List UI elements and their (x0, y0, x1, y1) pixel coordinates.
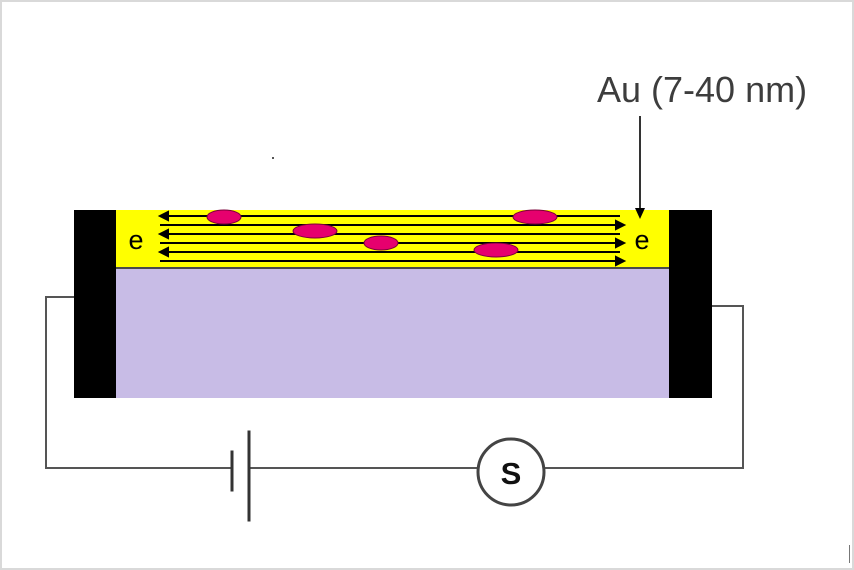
film-thickness-label: Au (7-40 nm) (597, 69, 807, 110)
circuit-wire (45, 296, 744, 469)
scattering-center (473, 242, 519, 258)
edge-mark (849, 545, 850, 563)
meter: S (476, 437, 546, 507)
left-wire (45, 296, 232, 469)
left-electrode (74, 210, 116, 398)
electron-path-arrow (157, 246, 620, 258)
stray-dot (272, 157, 274, 159)
arrowhead-right-icon (615, 255, 627, 267)
scattering-center (206, 209, 242, 225)
arrowhead-right-icon (615, 237, 627, 249)
right-electrode (669, 210, 712, 398)
arrowhead-right-icon (615, 219, 627, 231)
pointer-arrowhead-icon (635, 208, 645, 219)
electron-path-arrow (157, 228, 620, 240)
meter-label: S (501, 456, 522, 491)
battery-icon (230, 430, 251, 522)
electron-path-arrow (160, 219, 627, 231)
scattering-center (512, 209, 558, 225)
scattering-centers (206, 209, 558, 258)
right-wire (544, 305, 744, 469)
electron-path-arrow (160, 255, 627, 267)
arrowhead-left-icon (157, 246, 169, 258)
electron-label-left: e (128, 225, 143, 255)
meter-circle (476, 437, 546, 507)
scattering-center (363, 235, 399, 251)
arrowhead-left-icon (157, 210, 169, 222)
substrate (114, 268, 670, 398)
scattering-center (292, 223, 338, 239)
electron-label-right: e (634, 225, 649, 255)
arrowhead-left-icon (157, 228, 169, 240)
